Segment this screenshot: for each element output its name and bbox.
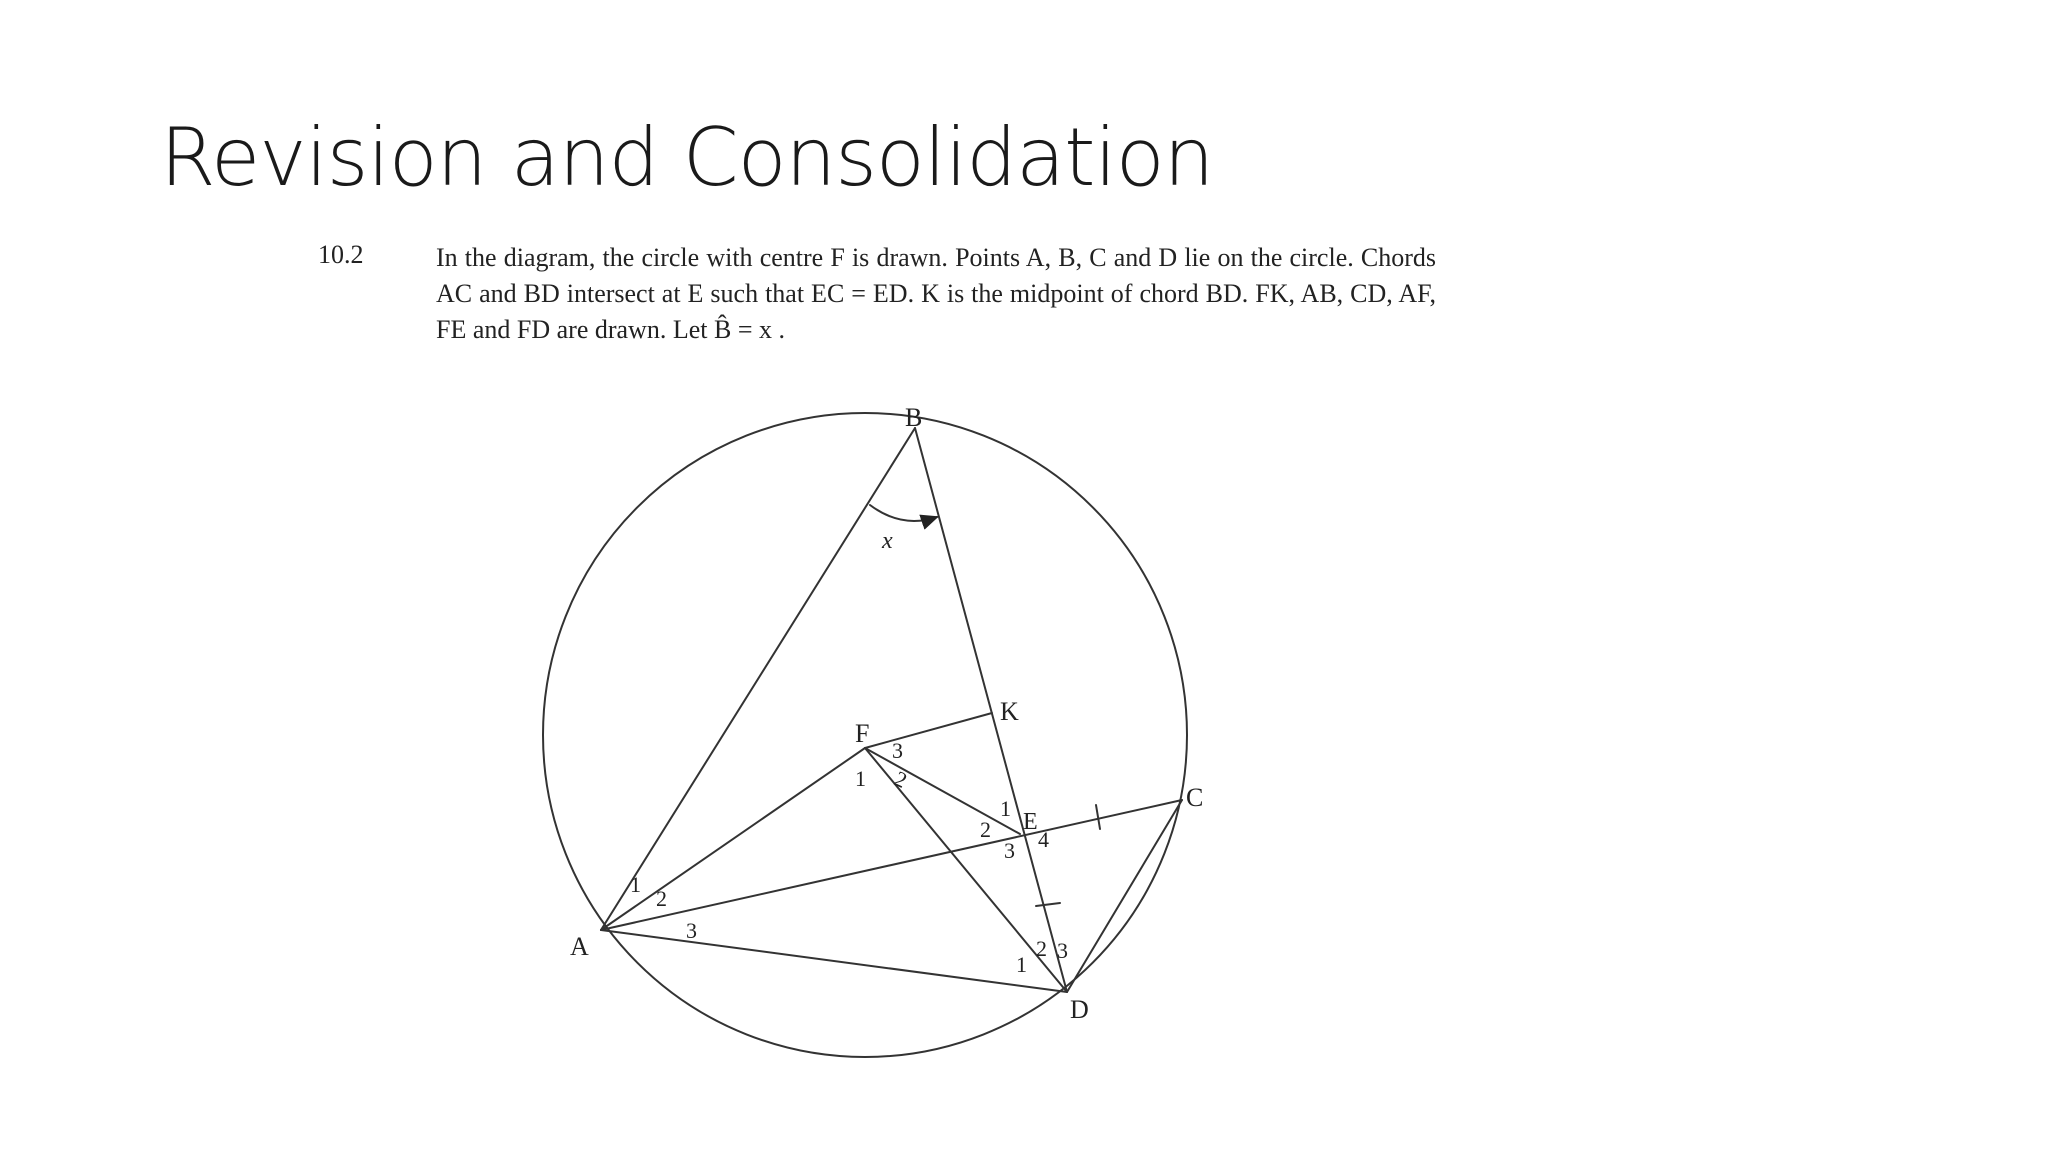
label-angle-e1: 1: [1000, 796, 1011, 821]
label-point-a: A: [570, 932, 589, 961]
label-angle-e2: 2: [980, 817, 991, 842]
label-angle-d2: 2: [1036, 936, 1047, 961]
chord-bd: [914, 427, 1068, 993]
segment-fd: [864, 747, 1068, 993]
tick-ed: [1035, 902, 1061, 907]
label-angle-e3: 3: [1004, 838, 1015, 863]
slide-title: Revision and Consolidation: [160, 111, 1214, 204]
problem-text: In the diagram, the circle with centre F…: [436, 243, 1436, 344]
label-point-c: C: [1186, 783, 1203, 812]
label-point-d: D: [1070, 995, 1089, 1024]
chord-cd: [1066, 799, 1183, 993]
label-angle-a2: 2: [656, 886, 667, 911]
label-point-b: B: [905, 403, 922, 432]
chord-ab: [600, 427, 916, 931]
chord-ad: [600, 929, 1068, 993]
label-point-k: K: [1000, 697, 1019, 726]
label-angle-f1: 1: [855, 766, 866, 791]
segment-fe: [864, 747, 1021, 835]
label-angle-x: x: [881, 528, 893, 554]
label-point-f: F: [855, 719, 869, 748]
label-angle-d1: 1: [1016, 952, 1027, 977]
label-angle-a3: 3: [686, 918, 697, 943]
label-angle-e4: 4: [1038, 827, 1049, 852]
label-point-e: E: [1023, 809, 1038, 835]
circle: [542, 412, 1188, 1058]
label-angle-d3: 3: [1057, 938, 1068, 963]
label-angle-a1: 1: [630, 872, 641, 897]
tick-ec: [1095, 804, 1101, 830]
label-angle-f3: 3: [892, 738, 903, 763]
problem-number: 10.2: [318, 240, 364, 269]
segment-af: [600, 747, 866, 931]
label-angle-f2: 2: [890, 766, 911, 793]
segment-fk: [864, 712, 993, 749]
angle-x-arc: [869, 504, 939, 530]
chord-ac: [600, 799, 1183, 931]
